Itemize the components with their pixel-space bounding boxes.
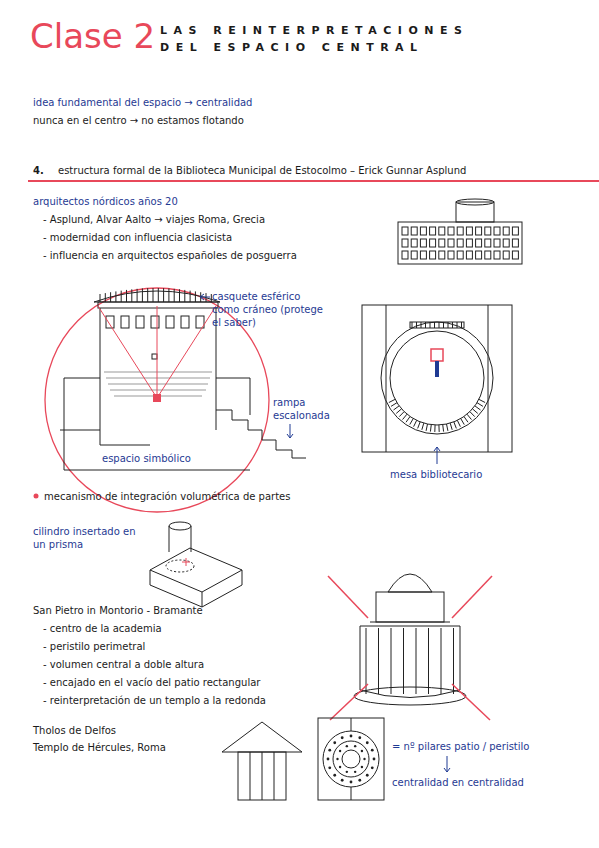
- bullet-item: - reinterpretación de un templo a la red…: [43, 694, 266, 707]
- note: arquitectos nórdicos años 20: [33, 195, 178, 208]
- note: idea fundamental del espacio → centralid…: [33, 96, 252, 109]
- heading-line: LAS REINTERPRETACIONES: [160, 24, 468, 38]
- bullet-item: - influencia en arquitectos españoles de…: [43, 249, 297, 262]
- callout-label: espacio simbólico: [100, 452, 193, 465]
- callout-label: mesa bibliotecario: [390, 468, 482, 481]
- note: cilindro insertado en un prisma: [33, 525, 143, 551]
- bullet-item: - peristilo perimetral: [43, 640, 145, 653]
- note: = nº pilares patio / peristilo: [392, 740, 529, 753]
- note: centralidad en centralidad: [392, 776, 524, 789]
- page-title: Clase 2: [30, 14, 155, 58]
- section-heading: estructura formal de la Biblioteca Munic…: [58, 164, 466, 177]
- bullet-item: - centro de la academia: [43, 622, 162, 635]
- bullet-item: - encajado en el vacío del patio rectang…: [43, 676, 260, 689]
- callout-label: casquete esférico como cráneo (protege e…: [212, 290, 324, 329]
- note: Templo de Hércules, Roma: [33, 741, 166, 754]
- note: nunca en el centro → no estamos flotando: [33, 114, 244, 127]
- bullet-item: - Asplund, Alvar Aalto → viajes Roma, Gr…: [43, 213, 265, 226]
- bullet-item: - volumen central a doble altura: [43, 658, 204, 671]
- bullet-item: - modernidad con influencia clasicista: [43, 231, 232, 244]
- subheading: San Pietro in Montorio - Bramante: [33, 604, 203, 617]
- callout-label: rampa escalonada: [273, 396, 353, 422]
- note: Tholos de Delfos: [33, 724, 116, 737]
- subheading: mecanismo de integración volumétrica de …: [44, 490, 290, 503]
- heading-line: DEL ESPACIO CENTRAL: [160, 41, 424, 55]
- section-number: 4.: [33, 164, 44, 177]
